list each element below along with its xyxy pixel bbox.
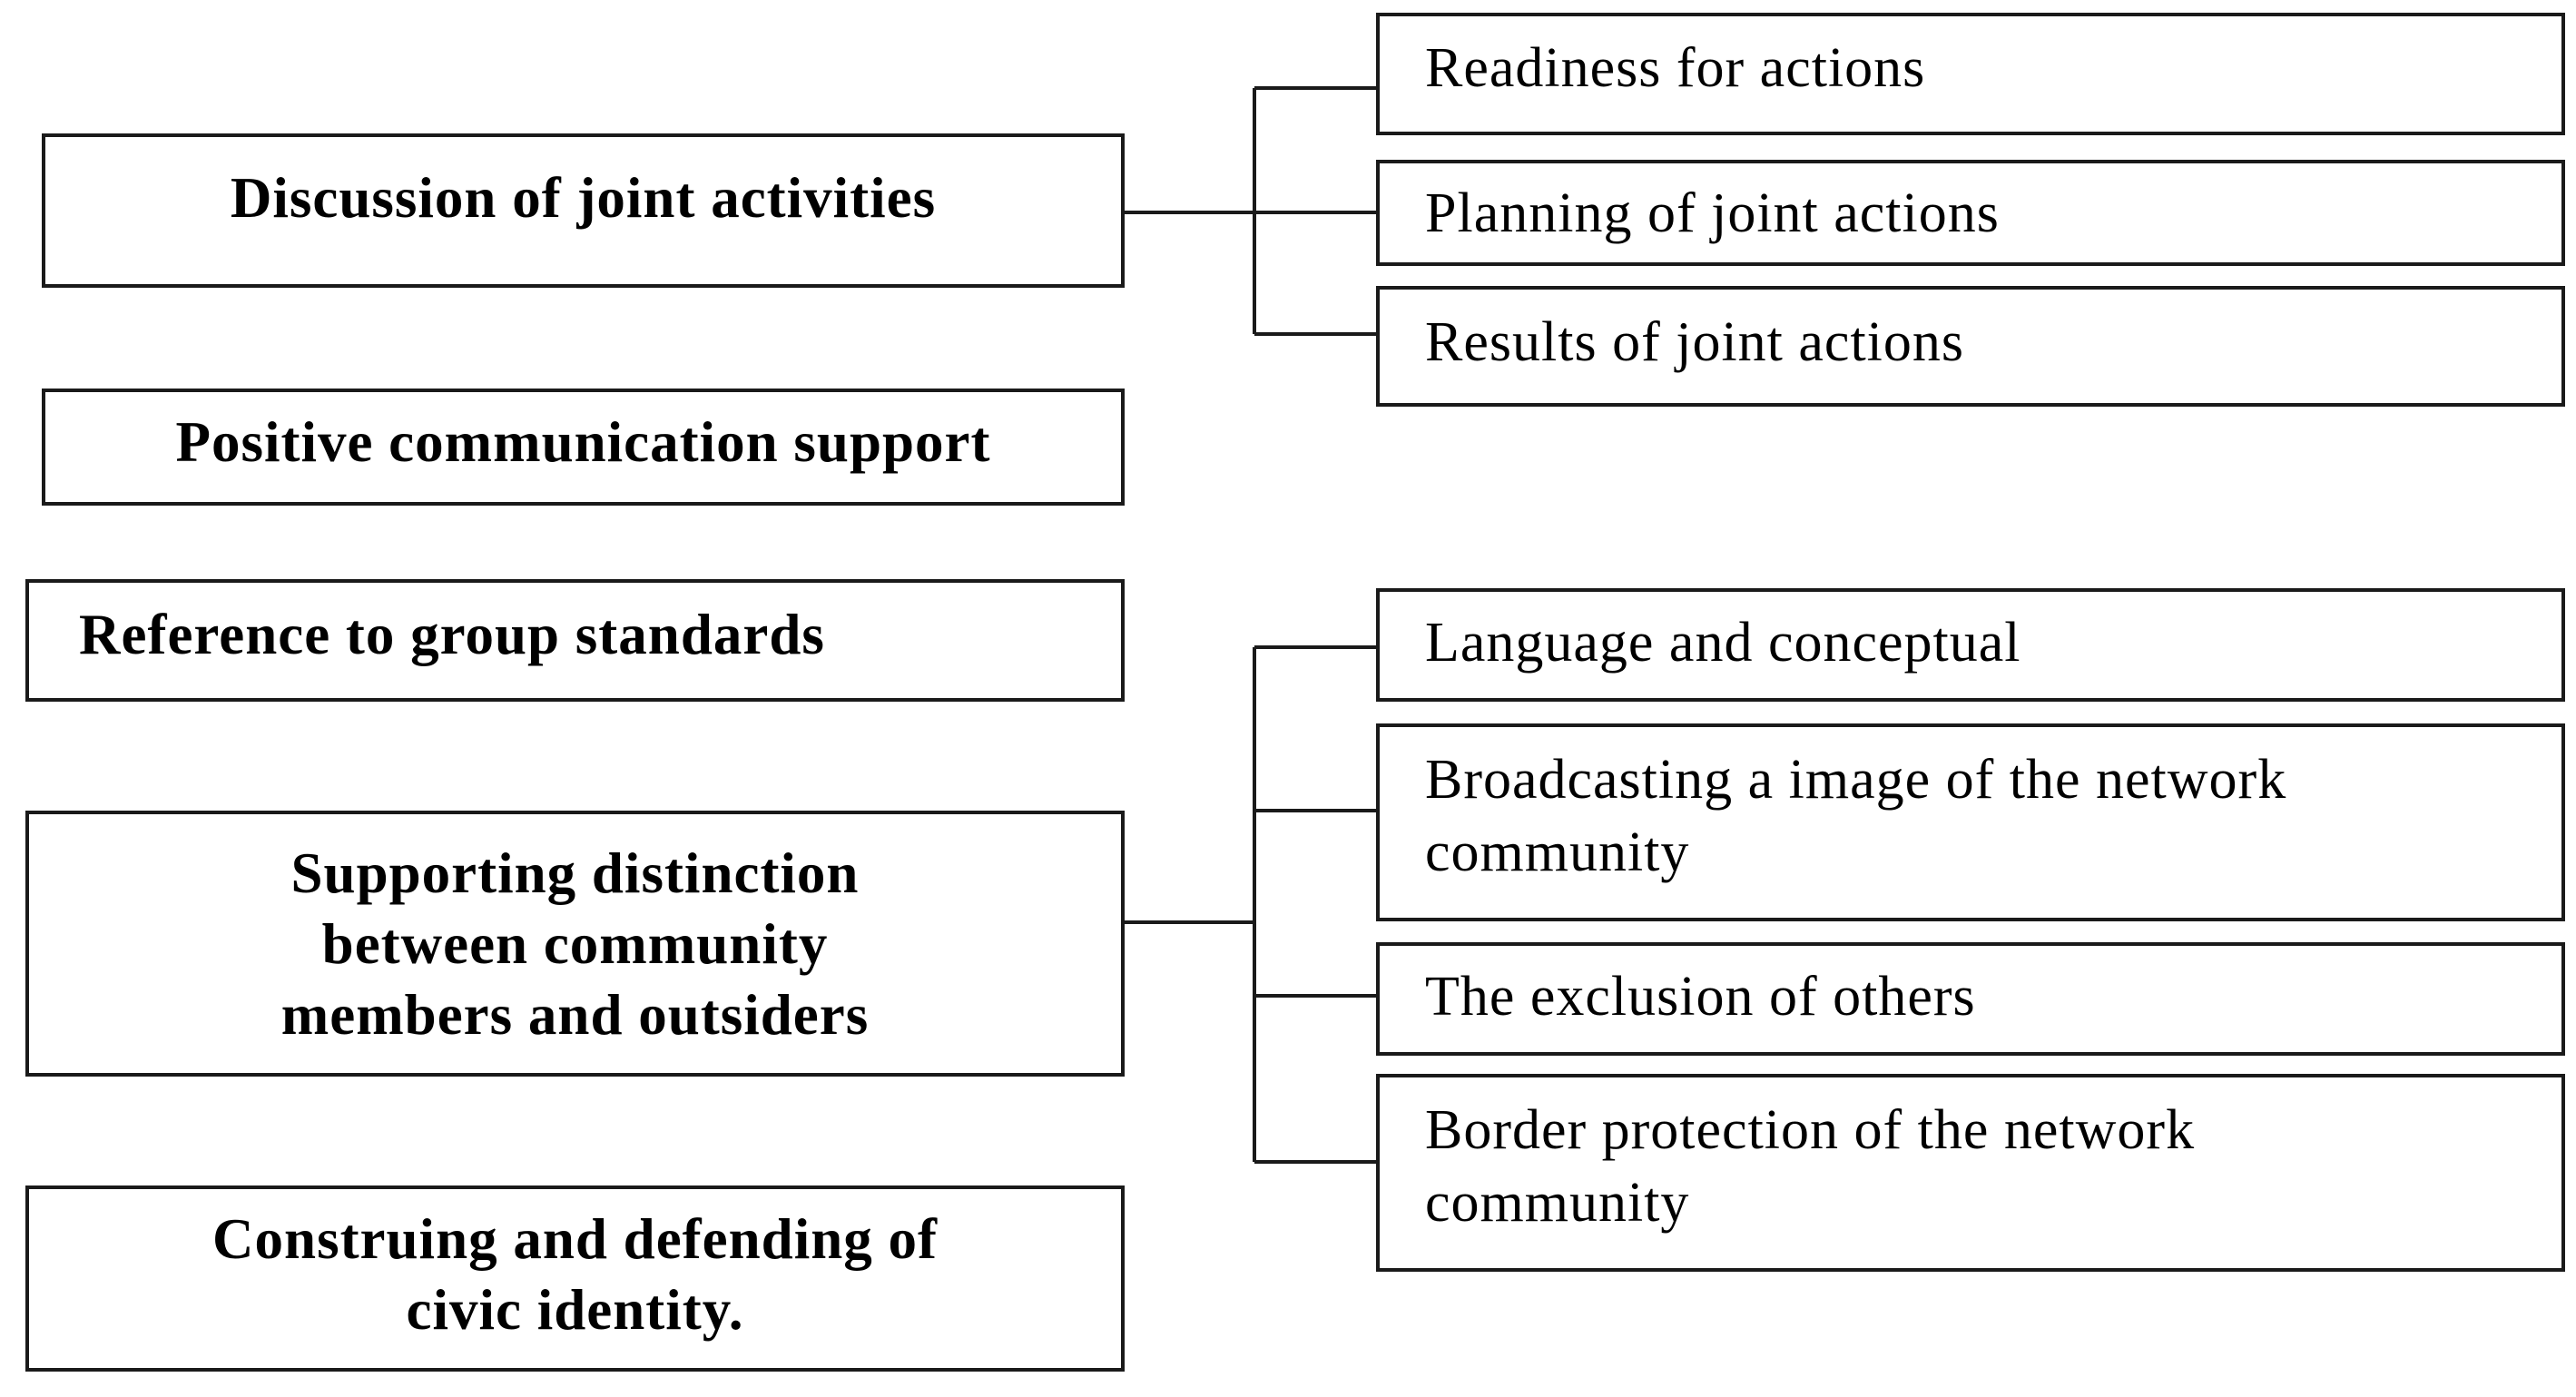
box-label: Supporting distinction between community…: [280, 841, 870, 1047]
box-label: Construing and defending of civic identi…: [212, 1206, 938, 1342]
reference-to-group-standards-box: Reference to group standards: [25, 579, 1125, 702]
box-label: Discussion of joint activities: [230, 166, 937, 230]
planning-of-joint-actions-box: Planning of joint actions: [1376, 160, 2565, 266]
box-label: Positive communication support: [175, 409, 991, 474]
supporting-distinction-box: Supporting distinction between community…: [25, 811, 1125, 1077]
language-and-conceptual-box: Language and conceptual: [1376, 588, 2565, 702]
box-label: Broadcasting a image of the network comm…: [1425, 749, 2287, 883]
positive-communication-support-box: Positive communication support: [42, 389, 1125, 506]
construing-civic-identity-box: Construing and defending of civic identi…: [25, 1185, 1125, 1372]
box-label: Results of joint actions: [1425, 310, 1965, 373]
exclusion-of-others-box: The exclusion of others: [1376, 942, 2565, 1056]
border-protection-box: Border protection of the network communi…: [1376, 1074, 2565, 1272]
box-label: Language and conceptual: [1425, 611, 2021, 674]
box-label: Border protection of the network communi…: [1425, 1099, 2196, 1234]
box-label: Readiness for actions: [1425, 36, 1926, 99]
readiness-for-actions-box: Readiness for actions: [1376, 13, 2565, 135]
box-label: Planning of joint actions: [1425, 182, 2000, 244]
results-of-joint-actions-box: Results of joint actions: [1376, 286, 2565, 407]
box-label: Reference to group standards: [79, 602, 825, 666]
box-label: The exclusion of others: [1425, 965, 1976, 1028]
discussion-of-joint-activities-box: Discussion of joint activities: [42, 133, 1125, 288]
broadcasting-image-box: Broadcasting a image of the network comm…: [1376, 723, 2565, 921]
